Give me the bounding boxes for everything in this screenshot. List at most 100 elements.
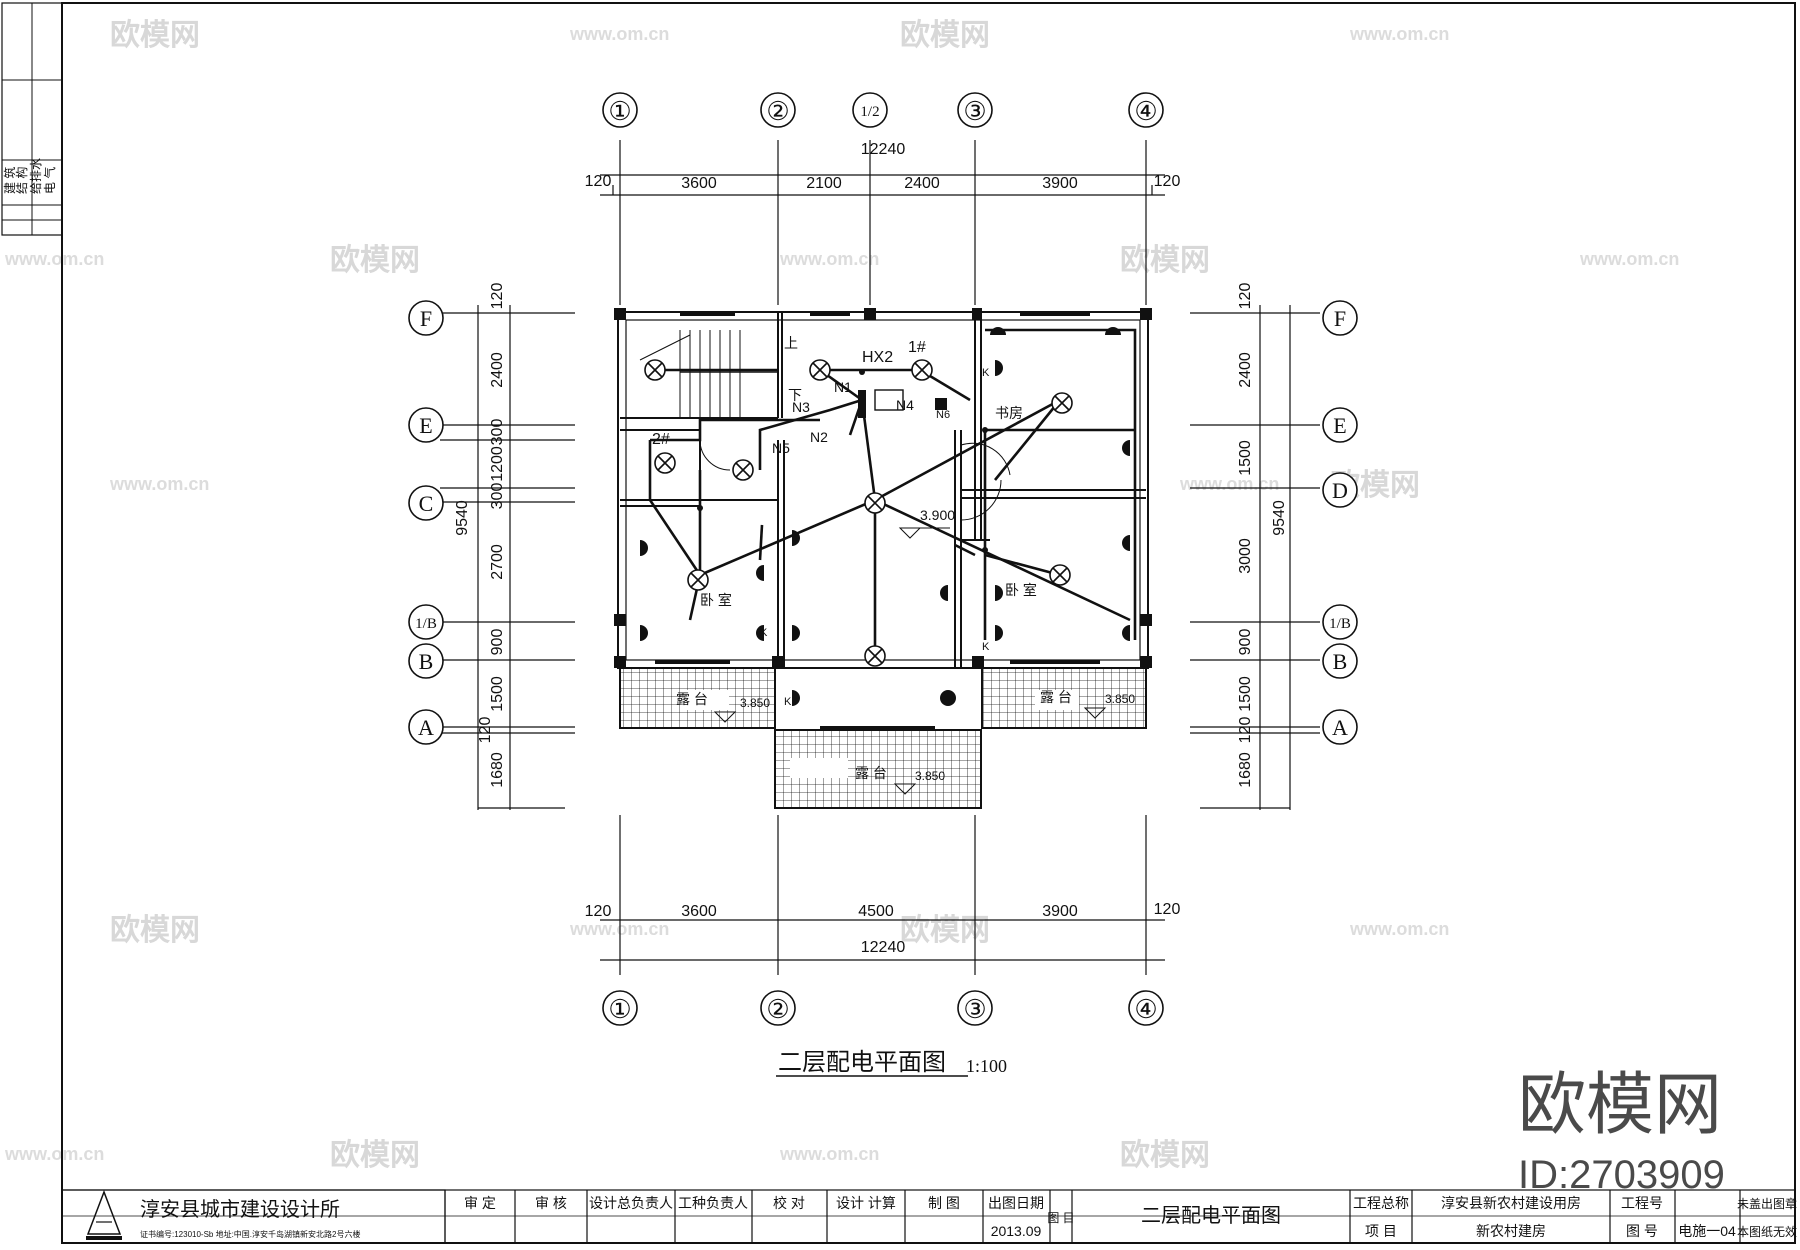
job-no-label: 工程号: [1621, 1195, 1663, 1211]
walls: [617, 311, 1149, 730]
watermark-brand-tile: 欧模网: [110, 914, 200, 947]
circuit-label: N5: [772, 440, 790, 456]
sheet-no: 电施一04: [1678, 1223, 1736, 1239]
watermark-url-tile: www.om.cn: [1349, 24, 1449, 44]
switch-label: K: [760, 627, 768, 639]
elevation-label: 3.900: [920, 507, 955, 523]
circuit-label: N2: [810, 429, 828, 445]
title-block-text: 淳安县城市建设设计所 证书编号:123010-Sb 地址:中国.淳安千岛湖镇新安…: [61, 1189, 1797, 1244]
socket-icon: [995, 625, 1003, 641]
axis-label: B: [1333, 649, 1348, 674]
dim-left-total: 9540: [454, 500, 471, 536]
room-label: 书房: [995, 405, 1023, 421]
role-label: 审 定: [464, 1195, 496, 1211]
dim-top: 3600: [681, 175, 717, 192]
switch-label: K: [982, 641, 990, 653]
dim-right: 1680: [1237, 752, 1254, 788]
watermark-url-tile: www.om.cn: [779, 1144, 879, 1164]
watermark-brand-tile: 欧模网: [900, 914, 990, 947]
watermark-brand-tile: 欧模网: [1120, 1139, 1210, 1172]
axis-label: ①: [608, 97, 631, 126]
ceiling-light-icon: [644, 359, 666, 381]
dimension-lines: [440, 140, 1320, 975]
stair-label: 下: [788, 387, 802, 403]
dim-right: 2400: [1237, 352, 1254, 388]
dim-bottom: 120: [1154, 901, 1181, 918]
axis-label: D: [1332, 478, 1348, 503]
stair-label: 上: [784, 335, 798, 351]
circuit-label: N3: [792, 399, 810, 415]
dim-right: 120: [1237, 717, 1254, 744]
dim-top: 2100: [806, 175, 842, 192]
dim-bottom-total: 12240: [861, 939, 906, 956]
dim-left: 1500: [489, 676, 506, 712]
axis-label: ③: [963, 97, 986, 126]
watermark-url-tile: www.om.cn: [4, 1144, 104, 1164]
project-total: 淳安县新农村建设用房: [1441, 1195, 1581, 1211]
socket-icon: [995, 360, 1003, 376]
dim-bottom: 4500: [858, 903, 894, 920]
socket-icon: [792, 625, 800, 641]
role-label: 工种负责人: [678, 1195, 748, 1211]
room-label: 露 台: [855, 765, 887, 781]
axis-bubbles-left: F E C 1/B B A: [408, 300, 444, 745]
watermark-brand-tile: 欧模网: [900, 19, 990, 52]
socket-icon: [948, 690, 956, 706]
dim-left: 1680: [489, 752, 506, 788]
socket-icon: [1122, 535, 1130, 551]
axis-label: A: [418, 715, 434, 740]
axis-label: 1/B: [415, 616, 437, 632]
elevation-label: 3.850: [740, 696, 770, 710]
room-label: 露 台: [1040, 689, 1072, 705]
role-label: 设计 计算: [836, 1195, 896, 1211]
sockets: [640, 327, 1130, 706]
axis-bubbles-top: ① ② 1/2 ③ ④: [602, 92, 1164, 128]
balconies: [619, 667, 1147, 809]
drawing-title-text: 二层配电平面图: [778, 1049, 946, 1076]
ceiling-light-icon: [732, 459, 754, 481]
socket-icon: [995, 585, 1003, 601]
dim-right: 900: [1237, 629, 1254, 656]
watermark-url-tile: www.om.cn: [109, 474, 209, 494]
socket-icon: [792, 690, 800, 706]
ceiling-light-icon: [864, 645, 886, 667]
room-label: 露 台: [676, 691, 708, 707]
dim-right: 3000: [1237, 538, 1254, 574]
socket-icon: [1105, 327, 1121, 335]
side-strip-label: 给排水: [29, 158, 43, 194]
ceiling-light-icon: [809, 359, 831, 381]
dim-top: 120: [1154, 173, 1181, 190]
project-total-label: 工程总称: [1353, 1195, 1409, 1211]
role-label: 制 图: [928, 1195, 960, 1211]
ceiling-light-icon: [911, 359, 933, 381]
dim-right: 120: [1237, 283, 1254, 310]
dim-left: 300: [489, 483, 506, 510]
socket-icon: [756, 565, 764, 581]
stamp-note: 本图纸无效: [1737, 1224, 1797, 1239]
watermark-url-tile: www.om.cn: [779, 249, 879, 269]
circuit-label: N4: [896, 397, 914, 413]
light-fixtures: [644, 359, 1073, 667]
role-label: 设计总负责人: [589, 1195, 673, 1211]
axis-label: ①: [608, 995, 631, 1024]
institute-name: 淳安县城市建设设计所: [140, 1198, 340, 1221]
drawing-scale: 1:100: [966, 1056, 1007, 1076]
axis-label: F: [420, 306, 432, 331]
socket-icon: [940, 585, 948, 601]
watermark-logo: 欧模网 ID:2703909: [1518, 1067, 1725, 1197]
socket-icon: [756, 625, 764, 641]
dim-right: 1500: [1237, 440, 1254, 476]
dim-bottom: 120: [585, 903, 612, 920]
sheet-no-label: 图 号: [1626, 1223, 1658, 1239]
dims-right: 9540 120 2400 1500 3000 900 1500 120 168…: [1237, 283, 1288, 788]
dim-top: 120: [585, 173, 612, 190]
door-swings: [699, 439, 1011, 521]
watermark-url-tile: www.om.cn: [1349, 919, 1449, 939]
riser-label: 2#: [652, 431, 670, 448]
watermark-brand: 欧模网: [1518, 1067, 1722, 1143]
socket-icon: [1122, 625, 1130, 641]
watermark-url-tile: www.om.cn: [569, 24, 669, 44]
axis-label: ④: [1134, 995, 1157, 1024]
ceiling-light-icon: [654, 452, 676, 474]
